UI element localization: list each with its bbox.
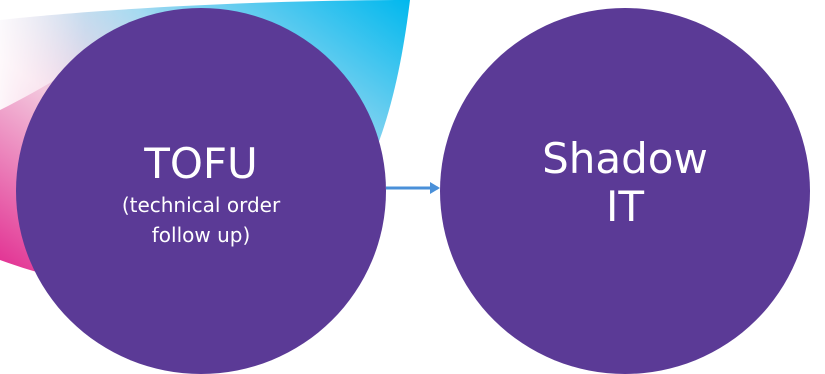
node-shadow-it: Shadow IT [440,8,810,374]
node-tofu: TOFU (technical order follow up) [16,8,386,374]
node-tofu-title: TOFU [144,139,258,188]
node-shadow-it-title: Shadow IT [542,134,708,231]
arrowhead-icon [430,182,440,194]
node-tofu-subtitle: (technical order follow up) [121,193,281,247]
